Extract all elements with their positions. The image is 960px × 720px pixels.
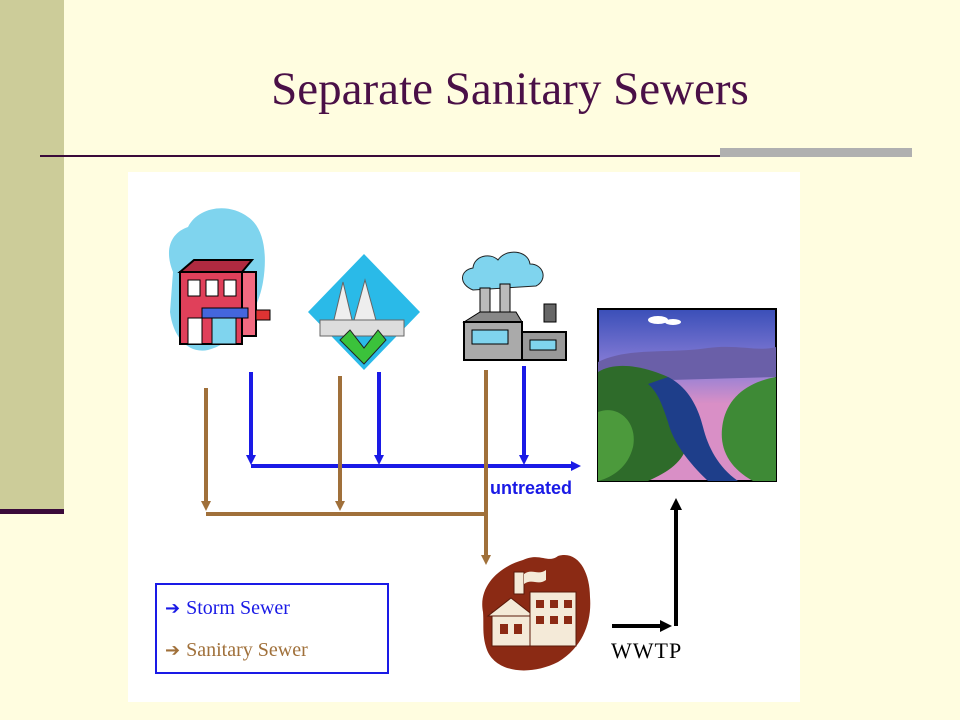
river-landscape-icon	[597, 308, 777, 482]
storm-sewer-lines	[246, 366, 581, 471]
legend: ➔ Storm Sewer ➔ Sanitary Sewer	[155, 583, 389, 674]
arrow-icon: ➔	[165, 640, 181, 661]
side-bar-underline	[0, 509, 64, 514]
legend-item-sanitary-sewer: ➔ Sanitary Sewer	[165, 639, 308, 662]
side-bar	[0, 0, 64, 512]
arrow-icon: ➔	[165, 598, 181, 619]
diagram-canvas	[168, 208, 777, 671]
shop-building-icon	[168, 208, 271, 351]
factory-icon	[462, 251, 567, 361]
power-plant-icon	[308, 254, 420, 370]
wwtp-label: WWTP	[611, 638, 683, 663]
treated-effluent-lines	[612, 498, 682, 632]
untreated-label: untreated	[490, 478, 573, 498]
legend-item-storm-sewer: ➔ Storm Sewer	[165, 597, 290, 620]
legend-label-sanitary-sewer: Sanitary Sewer	[186, 639, 308, 661]
slide-title: Separate Sanitary Sewers	[271, 63, 749, 115]
legend-label-storm-sewer: Storm Sewer	[186, 597, 290, 619]
title-rule-accent	[720, 148, 912, 157]
treatment-plant-icon	[482, 555, 591, 671]
sanitary-sewer-lines	[201, 370, 491, 565]
sewer-diagram: untreated WWTP ➔ Storm Sewer ➔ Sanitary …	[128, 172, 800, 702]
title-rule	[40, 155, 910, 157]
